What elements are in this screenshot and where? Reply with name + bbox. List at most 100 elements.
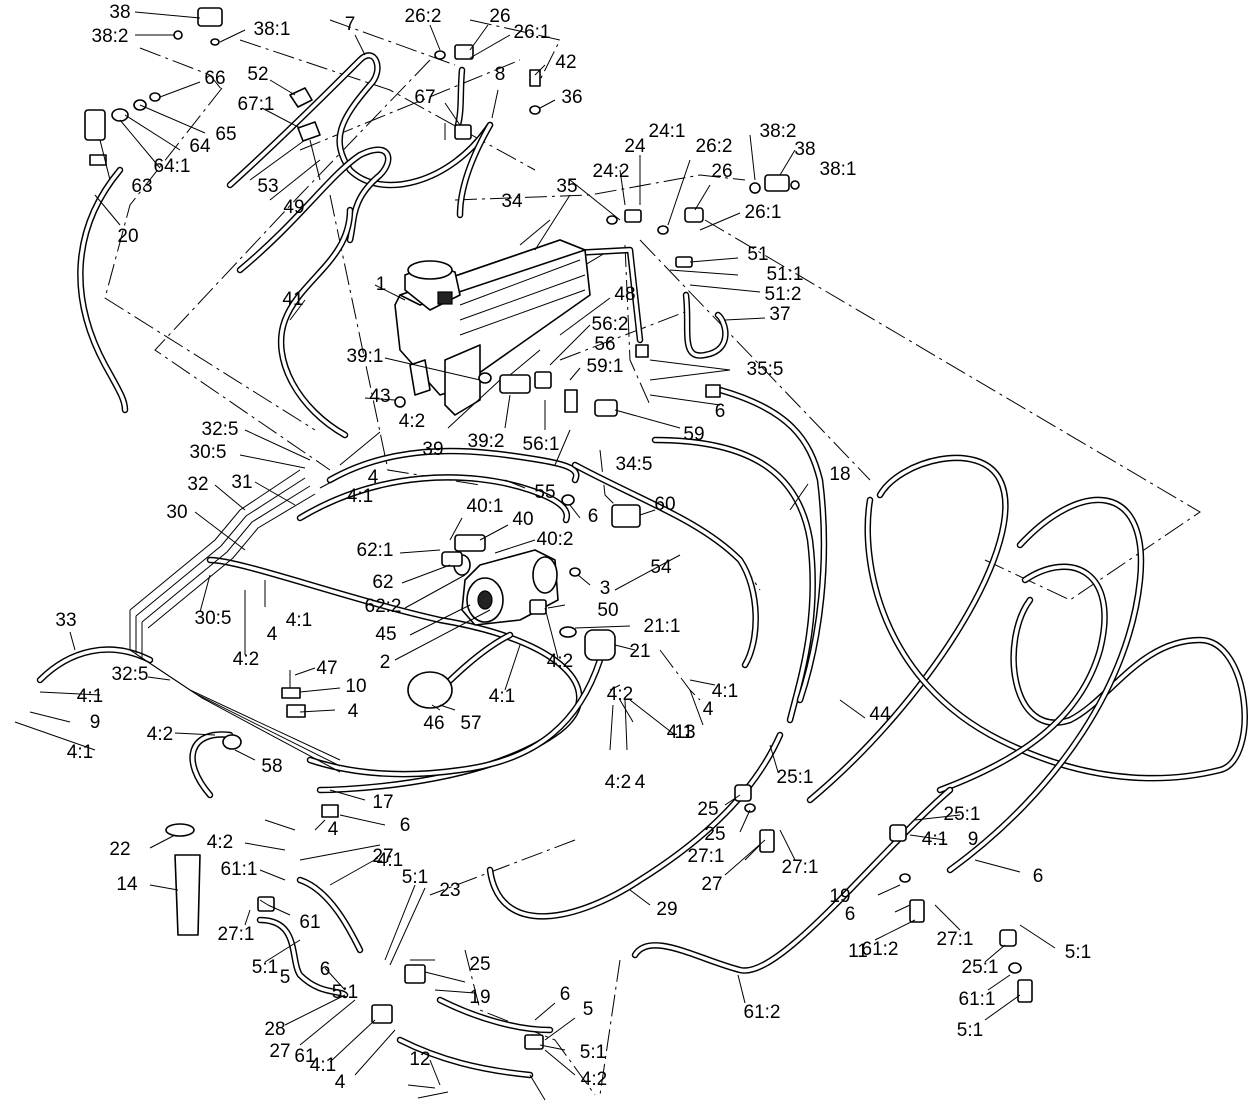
callout-label: 30:5 <box>190 442 227 463</box>
callout-label: 4:1 <box>667 722 693 743</box>
callout-label: 50 <box>597 600 618 621</box>
control-valve-block <box>394 239 591 416</box>
callout-label: 5 <box>280 967 291 988</box>
callout-label: 4:1 <box>922 829 948 850</box>
callout-label: 34:5 <box>616 454 653 475</box>
fittings <box>84 7 1033 1050</box>
callout-label: 31 <box>231 472 252 493</box>
callout-label: 27 <box>372 846 393 867</box>
callout-label: 51:2 <box>765 284 802 305</box>
callout-label: 4 <box>328 819 339 840</box>
callout-label: 62 <box>372 572 393 593</box>
callout-label: 26:2 <box>405 6 442 27</box>
callout-label: 4:1 <box>67 742 93 763</box>
callout-label: 42 <box>555 52 576 73</box>
callout-label: 6 <box>400 815 411 836</box>
callout-label: 41 <box>282 289 303 310</box>
callout-label: 4 <box>703 699 714 720</box>
callout-label: 39:2 <box>468 431 505 452</box>
callout-label: 4:2 <box>605 772 631 793</box>
callout-label: 62:1 <box>357 540 394 561</box>
callout-label: 38 <box>109 2 130 23</box>
callout-label: 4:2 <box>547 651 573 672</box>
callout-label: 4 <box>368 467 379 488</box>
callout-label: 3 <box>600 578 611 599</box>
rigid-tubes <box>129 469 341 773</box>
callout-label: 32:5 <box>112 664 149 685</box>
callout-label: 67 <box>414 87 435 108</box>
callout-label: 4:2 <box>581 1069 607 1090</box>
callout-label: 9 <box>968 829 979 850</box>
callout-label: 61 <box>299 912 320 933</box>
callout-label: 27 <box>269 1041 290 1062</box>
callout-label: 25 <box>469 954 490 975</box>
callout-label: 59:1 <box>587 356 624 377</box>
callout-label: 4 <box>348 701 359 722</box>
callout-label: 58 <box>261 756 282 777</box>
callout-label: 4 <box>267 624 278 645</box>
callout-label: 24:1 <box>649 121 686 142</box>
callout-label: 4:2 <box>207 832 233 853</box>
callout-label: 65 <box>215 124 236 145</box>
callout-label: 51:1 <box>767 264 804 285</box>
callout-label: 24 <box>624 136 646 157</box>
callout-label: 5 <box>583 999 594 1020</box>
callout-label: 61:2 <box>744 1002 781 1023</box>
callout-label: 5:1 <box>402 867 428 888</box>
callout-label: 24:2 <box>593 161 630 182</box>
callout-label: 40:1 <box>467 496 504 517</box>
callout-label: 44 <box>869 704 891 725</box>
callout-label: 28 <box>264 1019 285 1040</box>
callout-label: 27:1 <box>937 929 974 950</box>
callout-label: 26 <box>711 161 732 182</box>
callout-label: 4:1 <box>712 681 738 702</box>
callout-label: 4:2 <box>233 649 259 670</box>
callout-label: 47 <box>316 658 337 679</box>
callout-label: 5:1 <box>332 982 358 1003</box>
callout-label: 12 <box>409 1049 430 1070</box>
callout-label: 59 <box>683 424 704 445</box>
callout-label: 56:1 <box>523 434 560 455</box>
callout-label: 61 <box>294 1046 315 1067</box>
callout-label: 26:1 <box>514 22 551 43</box>
callout-label: 19 <box>469 987 490 1008</box>
callout-label: 5:1 <box>252 957 278 978</box>
callout-label: 67:1 <box>238 94 275 115</box>
callout-label: 27:1 <box>782 857 819 878</box>
callout-label: 39 <box>422 439 443 460</box>
callout-label: 55 <box>534 482 555 503</box>
callout-label: 38:1 <box>820 159 857 180</box>
callout-label: 23 <box>439 880 460 901</box>
callout-label: 36 <box>561 87 582 108</box>
callout-label: 4:2 <box>399 411 425 432</box>
callout-label: 39:1 <box>347 346 384 367</box>
callout-label: 6 <box>1033 866 1044 887</box>
callout-label: 4:1 <box>286 610 312 631</box>
callout-label: 30:5 <box>195 608 232 629</box>
callout-label: 35 <box>556 176 577 197</box>
callout-label: 10 <box>345 676 366 697</box>
callout-label: 66 <box>204 68 225 89</box>
callout-label: 40 <box>512 509 533 530</box>
callout-label: 33 <box>55 610 76 631</box>
callout-label: 38:2 <box>92 26 129 47</box>
callout-label: 49 <box>283 197 304 218</box>
callout-label: 25:1 <box>962 957 999 978</box>
callout-label: 4 <box>335 1072 346 1093</box>
callout-label: 56:2 <box>592 314 629 335</box>
callout-label: 38:1 <box>254 19 291 40</box>
callout-label: 2 <box>380 652 391 673</box>
callout-label: 64 <box>189 136 211 157</box>
callout-label: 7 <box>345 14 356 35</box>
callout-label: 60 <box>654 494 675 515</box>
callout-label: 1 <box>376 274 387 295</box>
callout-label: 61:1 <box>221 859 258 880</box>
hoses <box>36 52 1248 1079</box>
callout-label: 22 <box>109 839 130 860</box>
callout-label: 27:1 <box>688 846 725 867</box>
callout-label: 25:1 <box>944 804 981 825</box>
callout-label: 48 <box>614 284 635 305</box>
callout-label: 25 <box>697 799 718 820</box>
